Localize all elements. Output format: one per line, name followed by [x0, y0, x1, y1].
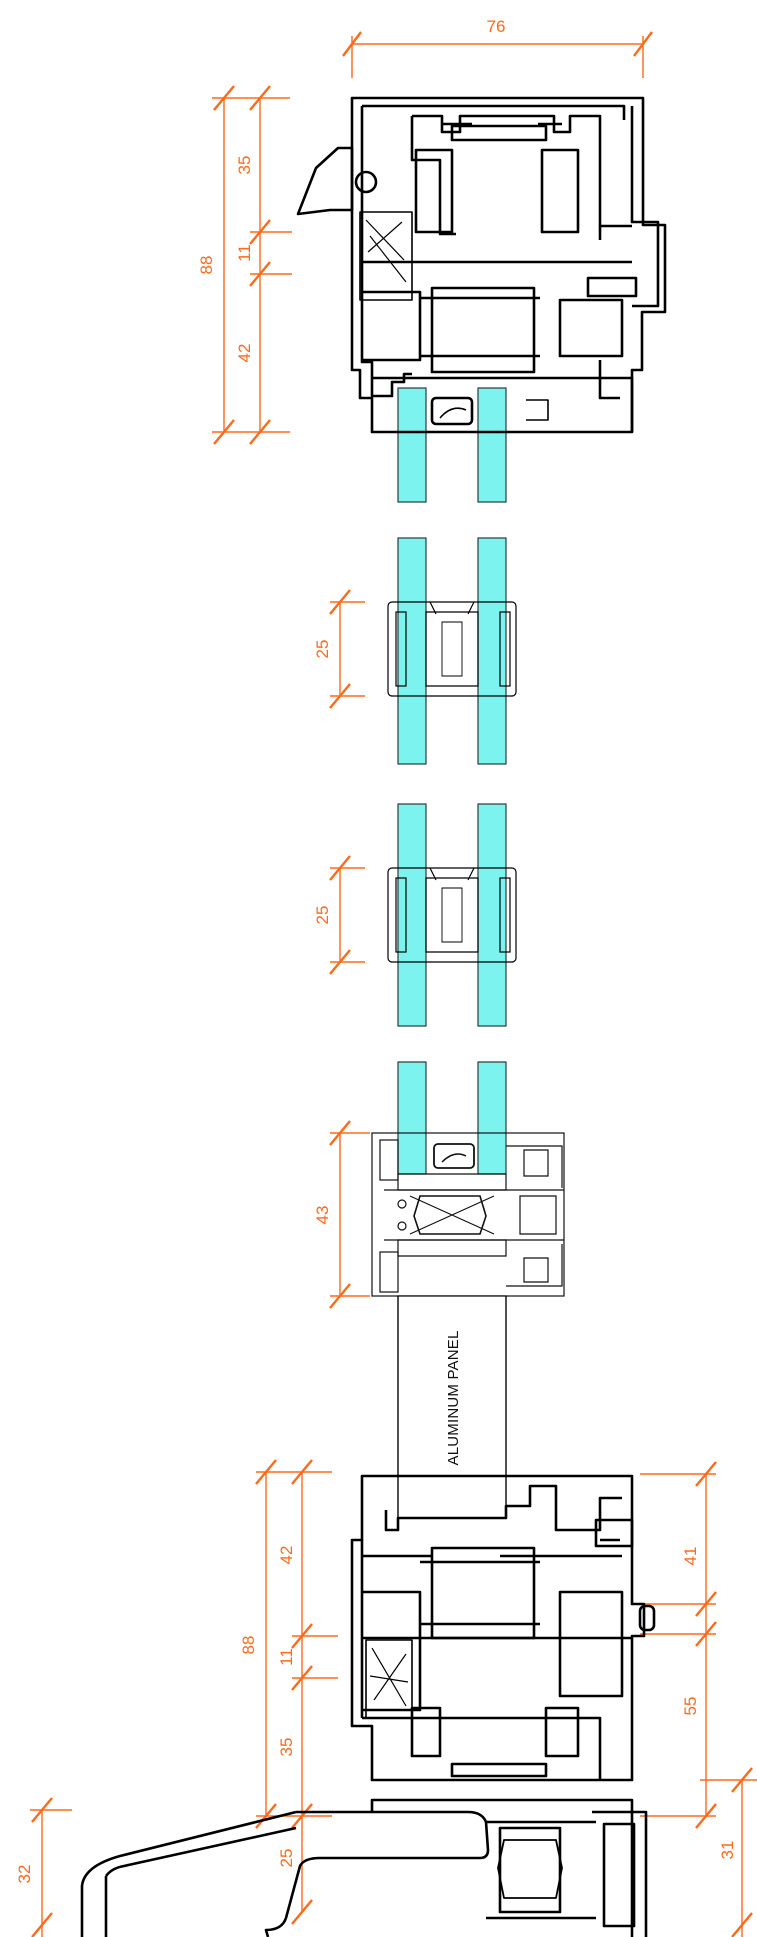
dim-sill: 25	[277, 1849, 296, 1868]
dim-right-upper: 41	[681, 1547, 700, 1566]
aluminum-panel-label: ALUMINUM PANEL	[445, 1330, 462, 1465]
glass-panes	[397, 387, 507, 1175]
dim-top-frame-width: 76	[487, 17, 506, 36]
dimension-lines	[30, 31, 757, 1937]
glass-inner-mid1	[477, 537, 507, 765]
glazing-clamp-1	[387, 601, 517, 697]
dim-right-bottom: 31	[718, 1841, 737, 1860]
dim-top-upper: 35	[235, 156, 254, 175]
dim-clamp-2: 25	[313, 906, 332, 925]
dim-bottom-gap: 11	[277, 1648, 296, 1666]
sill-profile	[80, 1798, 648, 1937]
glass-outer-low	[397, 1061, 427, 1175]
glass-inner-top	[477, 387, 507, 503]
dim-top-total: 88	[197, 256, 216, 275]
dim-top-gap: 11	[235, 244, 254, 262]
dim-mullion: 43	[313, 1206, 332, 1225]
dim-bottom-upper: 42	[277, 1546, 296, 1565]
glass-inner-low	[477, 1061, 507, 1175]
glazing-clamp-2	[387, 867, 517, 963]
top-frame-profile	[296, 96, 667, 434]
dim-top-lower: 42	[235, 344, 254, 363]
dim-bottom-lower: 35	[277, 1738, 296, 1757]
dim-bottom-total: 88	[239, 1636, 258, 1655]
dim-right-lower: 55	[681, 1697, 700, 1716]
dim-clamp-1: 25	[313, 640, 332, 659]
glass-outer-top	[397, 387, 427, 503]
glass-outer-mid2	[397, 803, 427, 1027]
glass-inner-mid2	[477, 803, 507, 1027]
dim-sill-height: 32	[15, 1865, 34, 1884]
bottom-frame-profile	[350, 1474, 656, 1782]
glass-outer-mid1	[397, 537, 427, 765]
